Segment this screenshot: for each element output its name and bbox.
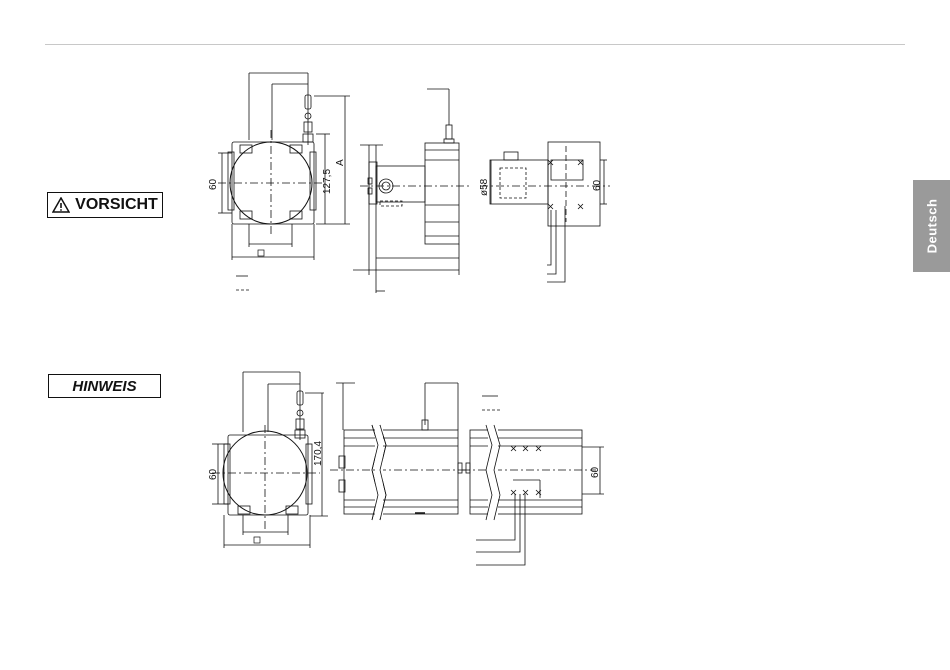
bottom-dim-left: 60 <box>208 468 219 480</box>
top-rear-view <box>480 142 610 282</box>
top-dim-height-2: A <box>335 159 346 166</box>
dimension-labels: 60 127,5 A ø58 60 60 170,4 60 <box>208 159 603 480</box>
bottom-side-view <box>330 383 470 520</box>
top-dim-diameter: ø58 <box>479 178 490 196</box>
top-side-view <box>353 89 470 293</box>
bottom-dim-height: 170,4 <box>313 441 324 466</box>
bottom-rear-view <box>462 396 604 565</box>
top-dim-right: 60 <box>592 179 603 191</box>
bottom-front-view <box>212 372 328 548</box>
top-dim-left: 60 <box>208 178 219 190</box>
top-dim-height-1: 127,5 <box>322 169 333 194</box>
bottom-dim-right: 60 <box>590 466 601 478</box>
